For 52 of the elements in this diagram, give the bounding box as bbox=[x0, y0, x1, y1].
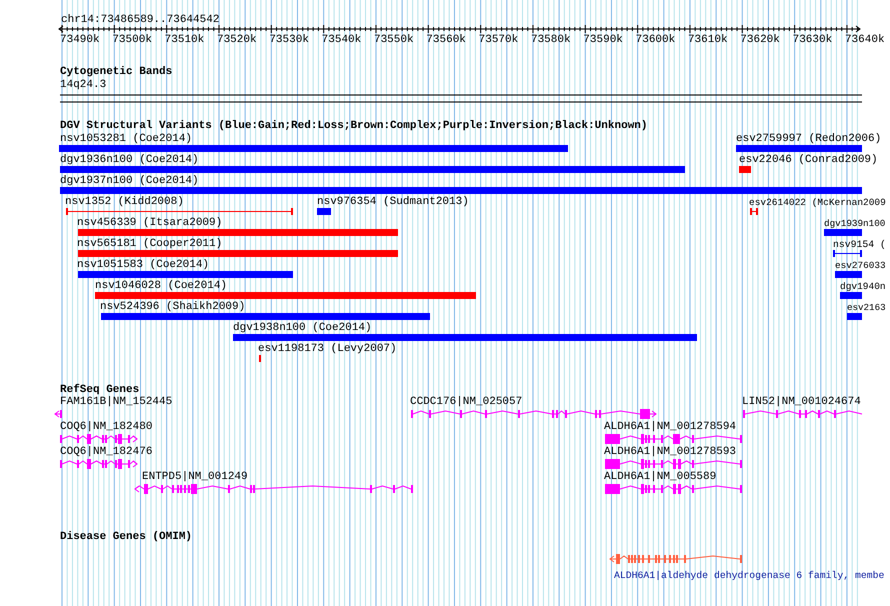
variant-label: nsv9154 ( bbox=[833, 238, 886, 251]
gene-label: FAM161B|NM_152445 bbox=[60, 396, 172, 409]
variant-label: nsv1051583 (Coe2014) bbox=[77, 259, 210, 272]
gene-label: LIN52|NM_001024674 bbox=[742, 396, 861, 409]
variant-label: esv22046 (Conrad2009) bbox=[739, 154, 878, 167]
gene-label: ALDH6A1|aldehyde dehydrogenase 6 family, membe bbox=[614, 569, 884, 582]
variant-label: esv276033 bbox=[835, 259, 886, 272]
variant-label: esv2163 bbox=[847, 301, 886, 314]
axis-tick-label: 73640k bbox=[844, 34, 885, 47]
gene-label: COQ6|NM_182476 bbox=[60, 446, 152, 459]
variant-label: nsv1046028 (Coe2014) bbox=[95, 280, 228, 293]
axis-tick-label: 73490k bbox=[60, 34, 100, 47]
axis-tick-label: 73620k bbox=[740, 34, 780, 47]
gene-label: CCDC176|NM_025057 bbox=[410, 396, 522, 409]
variant-label: nsv524396 (Shaikh2009) bbox=[100, 301, 246, 314]
variant-label: nsv565181 (Cooper2011) bbox=[77, 238, 222, 251]
variant-label: dgv1940n bbox=[840, 280, 886, 293]
axis-tick-label: 73520k bbox=[216, 34, 257, 47]
axis-tick-label: 73550k bbox=[374, 34, 414, 47]
variant-label: dgv1939n100 bbox=[824, 217, 886, 230]
gene-label: ALDH6A1|NM_001278594 bbox=[604, 421, 736, 434]
axis-tick-label: 73610k bbox=[688, 34, 728, 47]
axis-tick-label: 73500k bbox=[112, 34, 152, 47]
track-title: RefSeq Genes bbox=[60, 384, 140, 396]
track-title: DGV Structural Variants (Blue:Gain;Red:Loss;Brown:Complex;Purple:Inversion;Black:Unknown) bbox=[60, 120, 648, 133]
variant-label: esv2759997 (Redon2006) bbox=[736, 133, 882, 146]
track-title: Cytogenetic Bands bbox=[60, 66, 172, 79]
axis-tick-label: 73510k bbox=[164, 34, 204, 47]
band-label: 14q24.3 bbox=[60, 79, 106, 92]
axis-tick-label: 73560k bbox=[426, 34, 466, 47]
variant-label: dgv1938n100 (Coe2014) bbox=[233, 322, 372, 335]
variant-label: nsv456339 (Itsara2009) bbox=[77, 217, 222, 230]
variant-label: nsv1053281 (Coe2014) bbox=[60, 133, 192, 146]
axis-tick-label: 73590k bbox=[583, 34, 623, 47]
variant-label: dgv1937n100 (Coe2014) bbox=[60, 175, 199, 188]
gene-label: ALDH6A1|NM_001278593 bbox=[604, 446, 736, 459]
variant-label: esv1198173 (Levy2007) bbox=[258, 343, 397, 356]
variant-label: dgv1936n100 (Coe2014) bbox=[60, 154, 199, 167]
variant-label: nsv1352 (Kidd2008) bbox=[65, 196, 184, 209]
gene-label: ENTPD5|NM_001249 bbox=[142, 471, 248, 484]
axis-tick-label: 73540k bbox=[322, 34, 362, 47]
variant-label: esv2614022 (McKernan2009 bbox=[749, 196, 886, 209]
track-title: Disease Genes (OMIM) bbox=[60, 531, 192, 544]
axis-tick-label: 73600k bbox=[636, 34, 676, 47]
axis-tick-label: 73530k bbox=[269, 34, 309, 47]
axis-tick-label: 73630k bbox=[792, 34, 832, 47]
variant-label: nsv976354 (Sudmant2013) bbox=[317, 196, 469, 209]
gene-label: COQ6|NM_182480 bbox=[60, 421, 152, 434]
axis-tick-label: 73570k bbox=[478, 34, 518, 47]
position-label: chr14:73486589..73644542 bbox=[61, 14, 220, 27]
axis-tick-label: 73580k bbox=[530, 34, 571, 47]
gene-label: ALDH6A1|NM_005589 bbox=[604, 471, 716, 484]
